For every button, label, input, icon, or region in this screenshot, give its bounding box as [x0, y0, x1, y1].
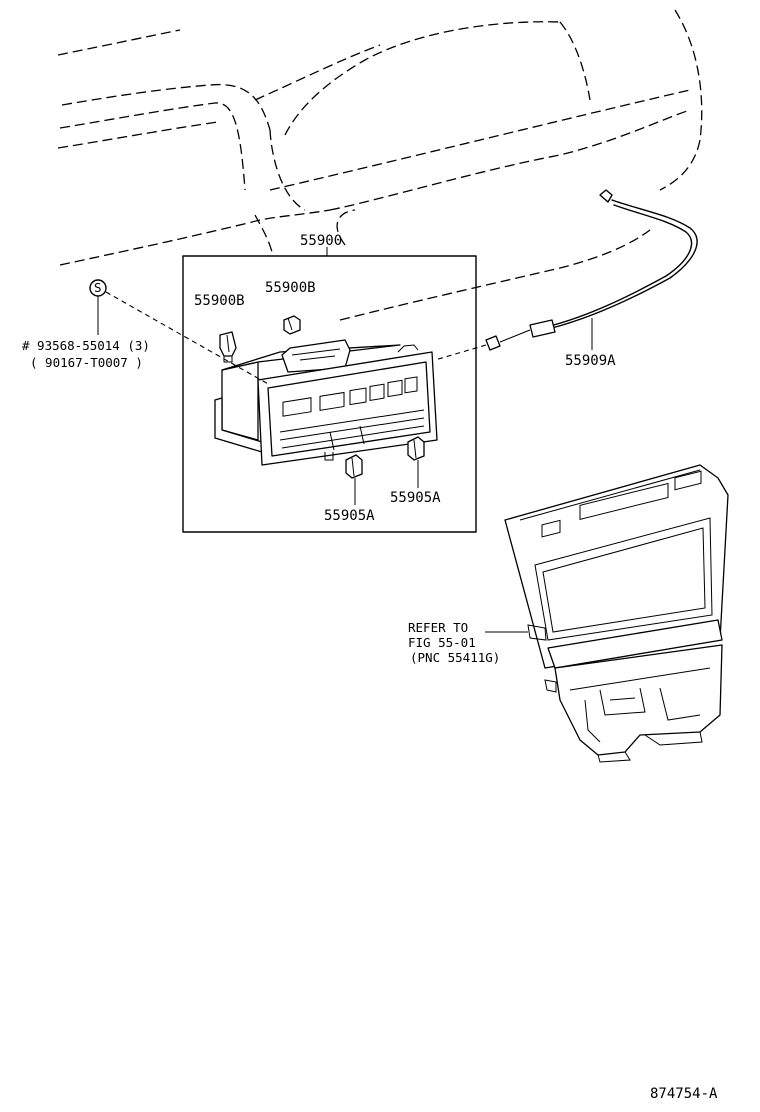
control-cable	[434, 189, 698, 361]
center-console	[504, 464, 729, 763]
label-refer-3: (PNC 55411G)	[410, 650, 500, 665]
label-55900b-right: 55900B	[265, 280, 316, 296]
label-screw-part: # 93568-55014 (3)	[22, 338, 150, 353]
screw-symbol: S	[94, 280, 102, 295]
label-refer-2: FIG 55-01	[408, 635, 476, 650]
label-screw-alt: ( 90167-T0007 )	[30, 355, 143, 370]
label-55905a-right: 55905A	[390, 490, 441, 506]
knob-left	[219, 331, 237, 363]
assembly-box: 55900	[182, 233, 477, 533]
knob-right	[283, 315, 301, 335]
label-55909a: 55909A	[565, 353, 616, 369]
cap-left	[345, 454, 363, 505]
refer-note: REFER TO FIG 55-01 (PNC 55411G)	[408, 620, 528, 665]
dashboard-outline	[57, 9, 703, 321]
figure-id: 874754-A	[650, 1086, 718, 1102]
label-55900b-left: 55900B	[194, 293, 245, 309]
screw-callout: S	[89, 279, 271, 386]
label-refer-1: REFER TO	[408, 620, 468, 635]
label-55905a-left: 55905A	[324, 508, 375, 524]
heater-control-unit	[214, 339, 438, 466]
label-55900: 55900	[300, 233, 342, 249]
cap-right	[407, 436, 425, 488]
